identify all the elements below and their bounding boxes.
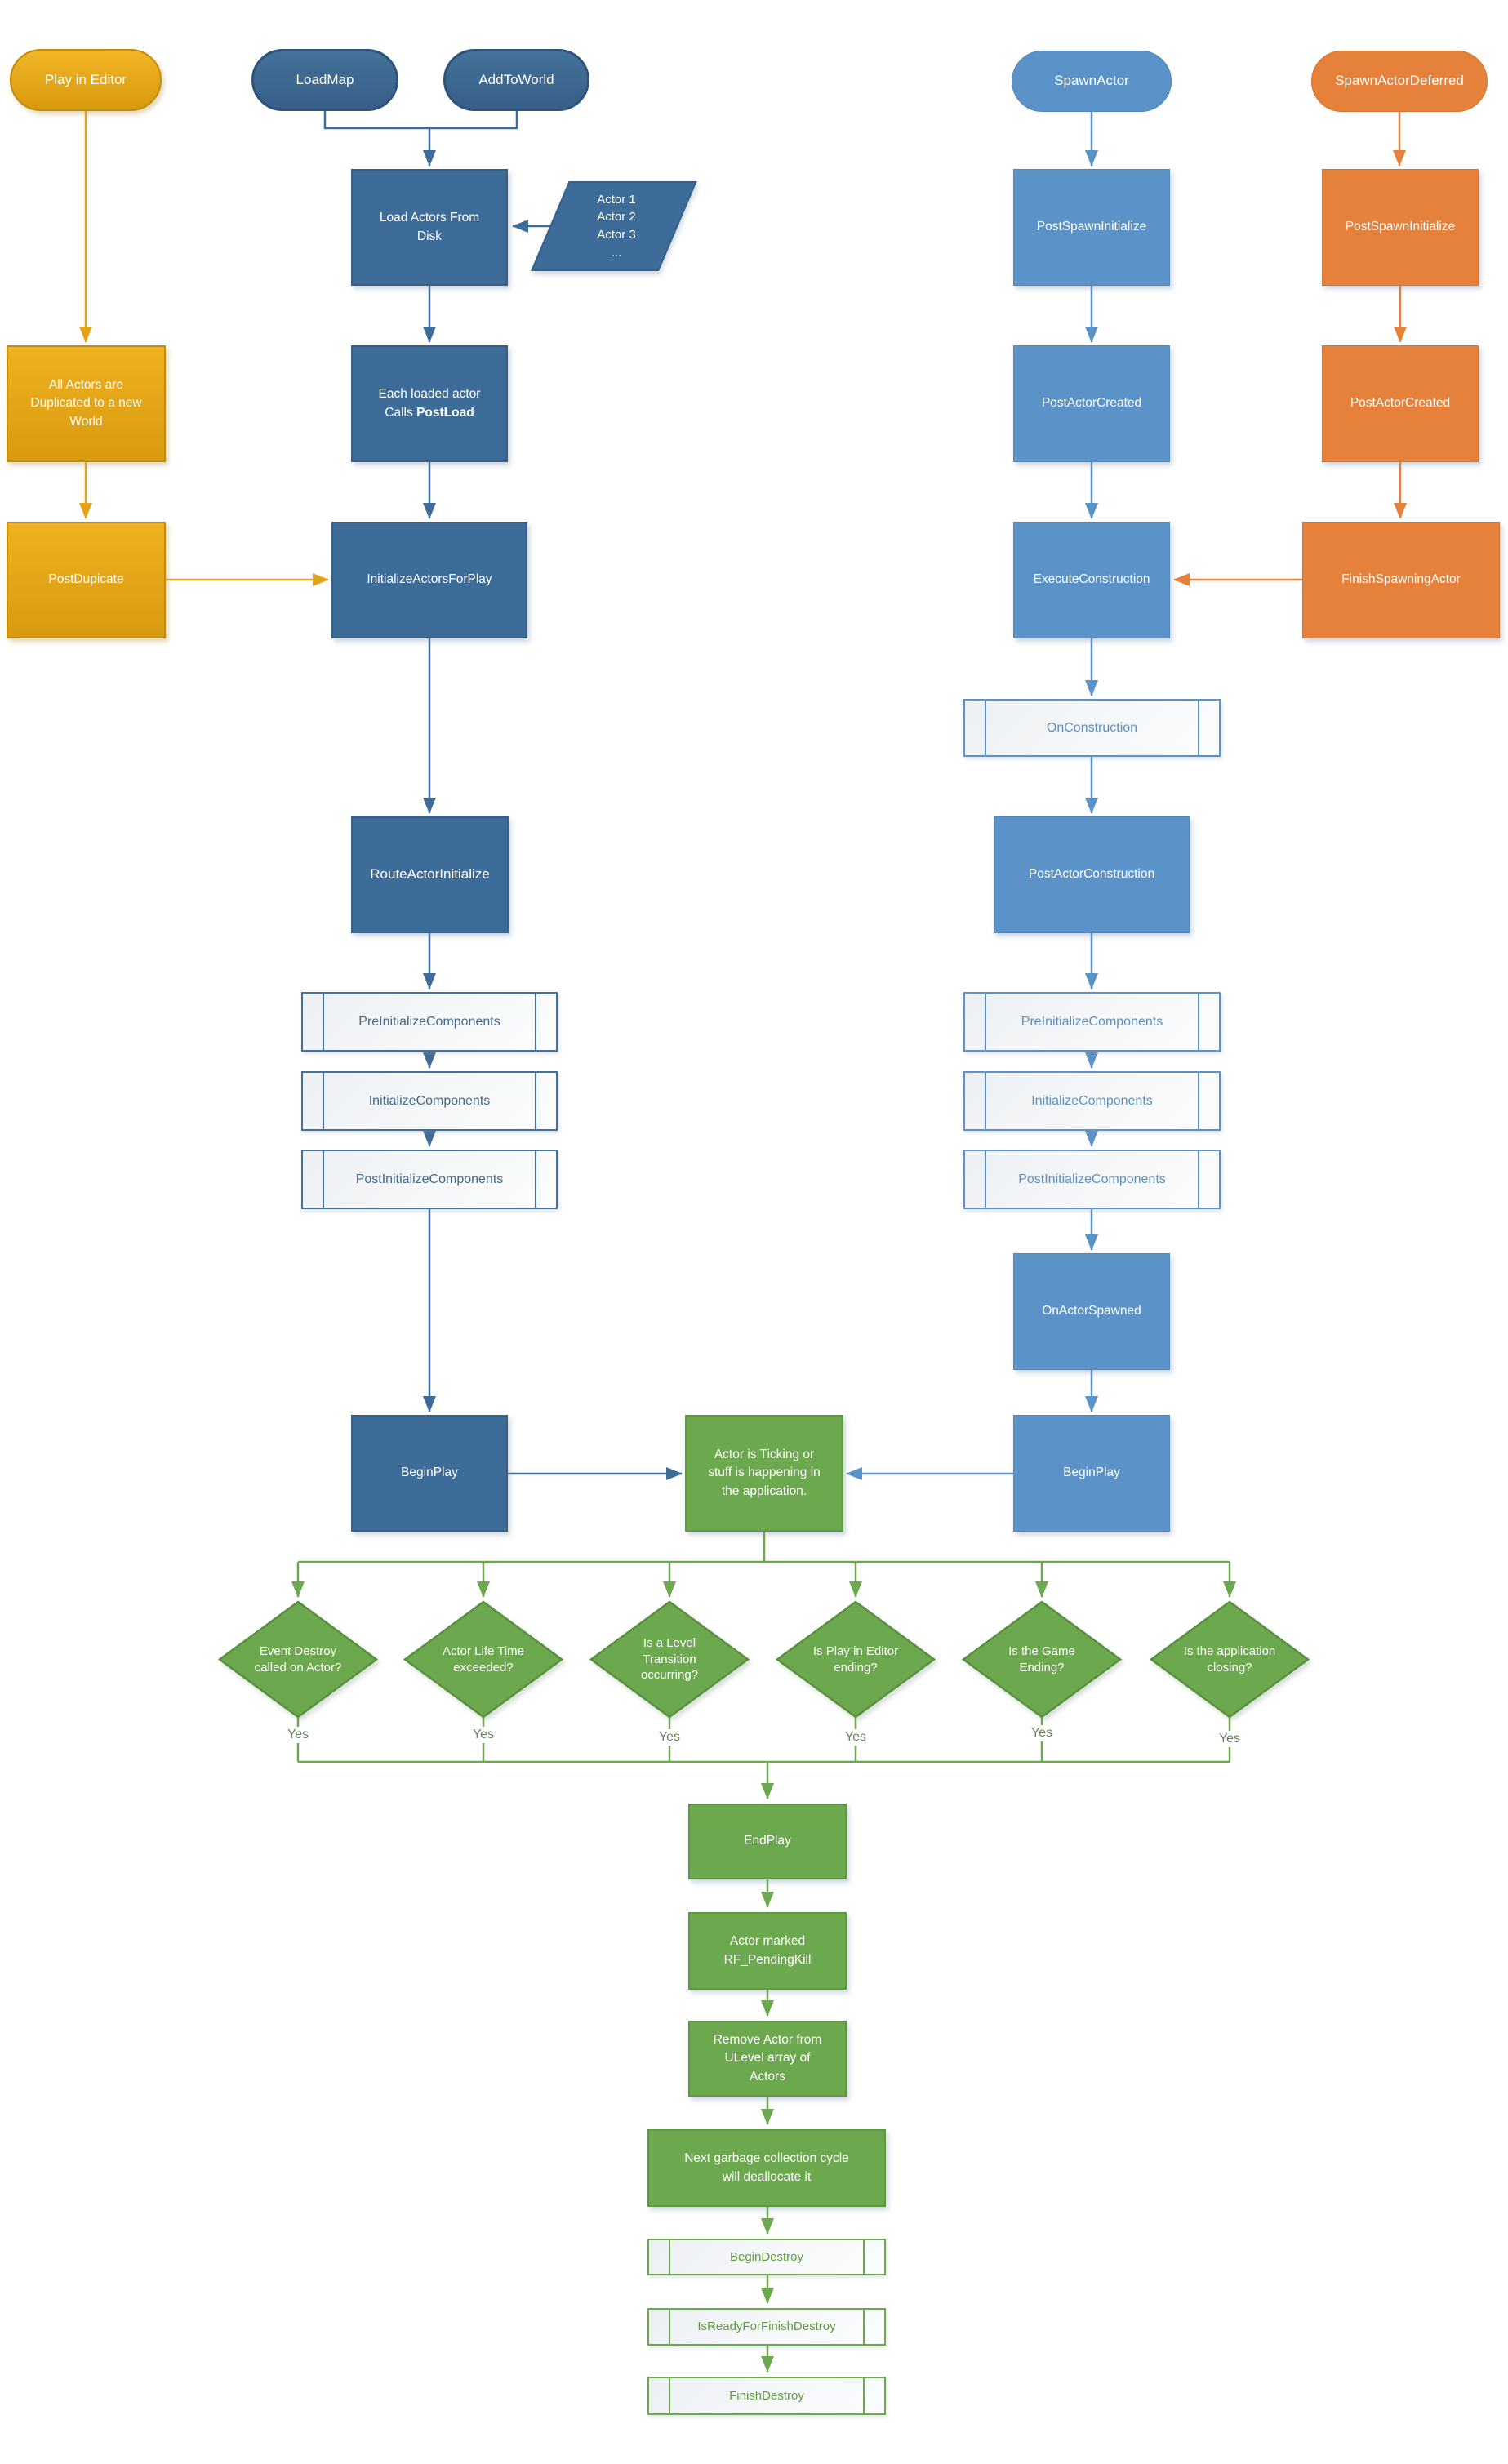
node-on-actor-spawned: OnActorSpawned	[1013, 1253, 1170, 1370]
node-post-spawn-initialize-orange: PostSpawnInitialize	[1322, 169, 1479, 286]
node-is-ready-for-finish-destroy: IsReadyForFinishDestroy	[647, 2308, 886, 2346]
node-actor-ticking: Actor is Ticking or stuff is happening i…	[685, 1415, 843, 1532]
node-post-dupicate: PostDupicate	[7, 522, 166, 638]
node-begin-destroy: BeginDestroy	[647, 2239, 886, 2275]
node-post-actor-construction: PostActorConstruction	[994, 816, 1190, 933]
node-begin-play-right: BeginPlay	[1013, 1415, 1170, 1532]
node-post-initialize-components-left: PostInitializeComponents	[301, 1150, 558, 1209]
node-pre-initialize-components-left: PreInitializeComponents	[301, 992, 558, 1052]
yes-label-app-closing: Yes	[1203, 1731, 1256, 1747]
node-initialize-components-right: InitializeComponents	[963, 1071, 1221, 1131]
yes-label-event-destroy: Yes	[272, 1727, 324, 1743]
node-route-actor-initialize: RouteActorInitialize	[351, 816, 509, 933]
node-end-play: EndPlay	[688, 1804, 847, 1879]
node-post-spawn-initialize-blue: PostSpawnInitialize	[1013, 169, 1170, 286]
node-diamond-life-time: Actor Life Time exceeded?	[403, 1600, 563, 1719]
orange-flow-connectors	[1173, 112, 1407, 586]
node-initialize-actors-for-play: InitializeActorsForPlay	[331, 522, 527, 638]
node-diamond-game-ending: Is the Game Ending?	[962, 1600, 1122, 1719]
node-post-actor-created-blue: PostActorCreated	[1013, 345, 1170, 462]
green-flow-connectors	[291, 1532, 1236, 2373]
blue-flow-connectors	[846, 112, 1098, 1480]
node-post-initialize-components-right: PostInitializeComponents	[963, 1150, 1221, 1209]
node-begin-play-left: BeginPlay	[351, 1415, 508, 1532]
node-on-construction: OnConstruction	[963, 699, 1221, 757]
node-load-actors-from-disk: Load Actors From Disk	[351, 169, 508, 286]
yes-label-life-time: Yes	[457, 1727, 509, 1743]
node-diamond-app-closing: Is the application closing?	[1150, 1600, 1310, 1719]
yes-label-game-ending: Yes	[1016, 1725, 1068, 1741]
node-actor-marked-pending-kill: Actor marked RF_PendingKill	[688, 1912, 847, 1990]
node-diamond-event-destroy: Event Destroy called on Actor?	[218, 1600, 378, 1719]
node-post-actor-created-orange: PostActorCreated	[1322, 345, 1479, 462]
node-diamond-level-transition: Is a Level Transition occurring?	[589, 1600, 750, 1719]
node-execute-construction: ExecuteConstruction	[1013, 522, 1170, 638]
yes-label-pie-ending: Yes	[830, 1729, 882, 1746]
node-diamond-pie-ending: Is Play in Editor ending?	[776, 1600, 936, 1719]
node-add-to-world: AddToWorld	[443, 49, 589, 111]
node-play-in-editor: Play in Editor	[10, 49, 162, 111]
yes-label-level-transition: Yes	[643, 1729, 696, 1746]
dark-blue-flow-connectors	[323, 111, 683, 1480]
node-load-map: LoadMap	[251, 49, 398, 111]
node-spawn-actor: SpawnActor	[1012, 51, 1172, 112]
node-remove-actor-from-ulevel: Remove Actor from ULevel array of Actors	[688, 2021, 847, 2097]
gold-flow-connectors	[79, 111, 329, 586]
node-all-actors-duplicated: All Actors are Duplicated to a new World	[7, 345, 166, 462]
node-initialize-components-left: InitializeComponents	[301, 1071, 558, 1131]
node-spawn-actor-deferred: SpawnActorDeferred	[1311, 51, 1488, 112]
node-next-garbage-collection: Next garbage collection cycle will deall…	[647, 2129, 886, 2207]
node-pre-initialize-components-right: PreInitializeComponents	[963, 992, 1221, 1052]
node-finish-destroy: FinishDestroy	[647, 2377, 886, 2415]
actor-list-label: Actor 1 Actor 2 Actor 3 ...	[597, 192, 636, 260]
node-finish-spawning-actor: FinishSpawningActor	[1302, 522, 1500, 638]
